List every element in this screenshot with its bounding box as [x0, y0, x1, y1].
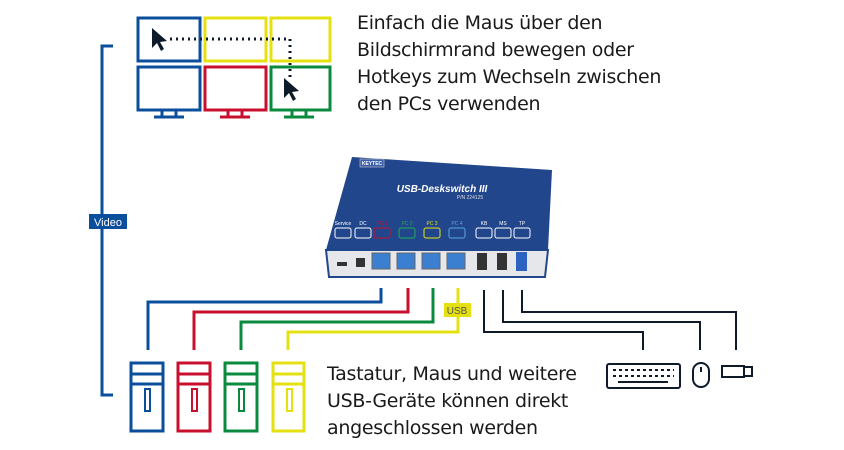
- text-line: Hotkeys zum Wechseln zwischen: [357, 66, 662, 88]
- cable-keyboard: [483, 290, 644, 350]
- port-label: TP: [519, 221, 526, 227]
- cable-mouse: [502, 290, 701, 350]
- monitor-grid: [136, 16, 332, 119]
- text-line: angeschlossen werden: [327, 417, 538, 439]
- port-label: PC 4: [451, 221, 462, 227]
- monitor-5: [203, 65, 268, 112]
- cursor-path: [170, 37, 292, 80]
- port-label: MS: [499, 221, 507, 227]
- text-line: Einfach die Maus über den: [357, 12, 603, 34]
- monitor-3: [269, 16, 332, 63]
- monitor-1: [136, 16, 202, 63]
- pc-4: [271, 361, 306, 433]
- cable-pc3: [239, 288, 435, 350]
- port-label: KB: [481, 221, 488, 227]
- usb-deskswitch-device: KEYTEC USB-Deskswitch III P/N 224125 Ser…: [324, 157, 552, 278]
- text-line: den PCs verwenden: [357, 93, 541, 115]
- pc-2: [176, 361, 212, 433]
- text-line: USB-Geräte können direkt: [327, 390, 569, 412]
- cursor-icon: [284, 78, 299, 101]
- cable-usb-stick: [521, 290, 737, 350]
- monitor-2: [203, 16, 268, 63]
- video-label: Video: [94, 217, 122, 229]
- bottom-description: Tastatur, Maus und weitere USB-Geräte kö…: [327, 361, 577, 442]
- cursor-icon: [152, 28, 167, 51]
- port-label: PC 2: [401, 221, 412, 227]
- port-label: PC 1: [376, 221, 387, 227]
- mouse-icon: [692, 362, 710, 388]
- cable-pc1: [146, 288, 383, 350]
- top-description: Einfach die Maus über den Bildschirmrand…: [357, 10, 661, 118]
- cable-pc2: [192, 288, 410, 350]
- port-label: PC 3: [426, 221, 437, 227]
- usb-label: USB: [447, 306, 468, 317]
- pc-3: [223, 361, 259, 433]
- pc-towers: [129, 361, 306, 433]
- device-title: USB-Deskswitch III: [397, 184, 488, 195]
- pc-1: [129, 361, 165, 433]
- monitor-4: [136, 65, 202, 112]
- monitor-6: [269, 65, 332, 112]
- text-line: Bildschirmrand bewegen oder: [357, 39, 634, 61]
- device-pn: P/N 224125: [457, 195, 484, 201]
- port-label: DC: [359, 221, 367, 227]
- text-line: Tastatur, Maus und weitere: [327, 363, 577, 385]
- usb-stick-icon: [721, 365, 753, 378]
- keyboard-icon: [606, 363, 681, 389]
- device-brand: KEYTEC: [362, 161, 383, 167]
- port-label: Service: [335, 221, 352, 227]
